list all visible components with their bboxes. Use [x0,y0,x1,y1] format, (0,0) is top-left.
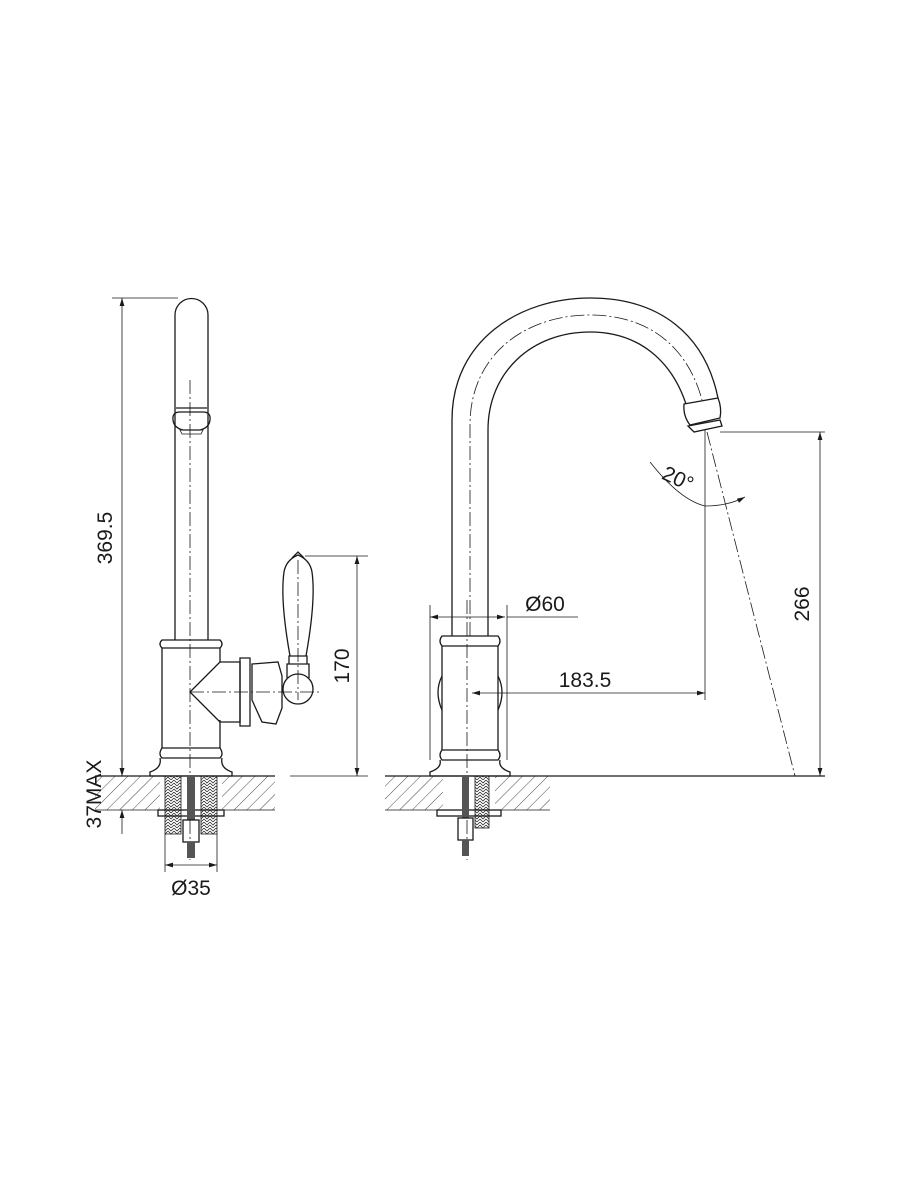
dim-handle-height: 170 [331,648,354,683]
front-view-faucet [429,297,723,860]
side-view-faucet [149,297,322,860]
side-view-dimensions [112,297,368,872]
front-view-deck [385,775,825,856]
dim-reach: 183.5 [559,669,612,692]
dim-spray-angle: 20° [658,462,697,496]
dim-height-total: 369.5 [94,512,117,565]
dim-base-diameter: Ø60 [525,593,565,616]
dim-hole-diameter: Ø35 [171,877,211,900]
dim-deck-thickness: 37MAX [83,760,106,829]
front-view-dimensions [429,430,825,777]
dim-spout-height: 266 [791,586,814,621]
side-view-deck [95,775,275,858]
